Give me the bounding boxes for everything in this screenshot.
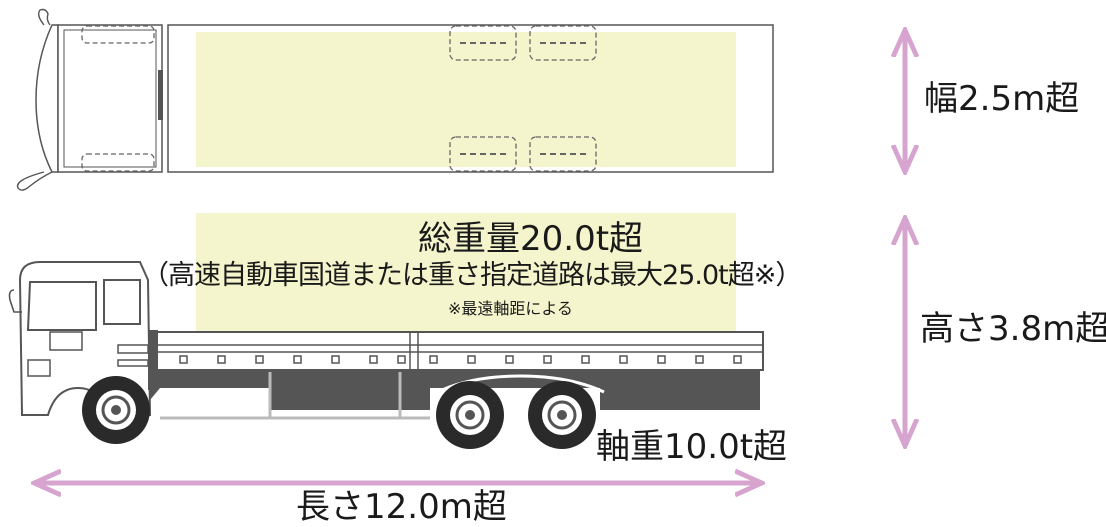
gross-weight-note: （高速自動車国道または重さ指定道路は最大25.0t超※）	[142, 260, 802, 291]
cargo-deck	[154, 331, 764, 371]
cab-top	[35, 24, 59, 173]
truck-top-view	[16, 8, 774, 191]
mirror-right	[16, 171, 53, 191]
wheel-front	[82, 376, 150, 444]
footnote: ※最遠軸距による	[448, 299, 573, 318]
axle-weight-label: 軸重10.0t超	[596, 427, 788, 467]
mirror-left	[37, 8, 51, 26]
gross-weight-label: 総重量20.0t超	[418, 219, 644, 259]
deck-hooks	[179, 355, 742, 364]
cargo-highlight-side	[196, 213, 736, 335]
wheel-rear-2	[528, 381, 596, 449]
truck-side-view	[8, 261, 764, 449]
cargo-highlight-top	[196, 32, 736, 167]
height-label: 高さ3.8m超	[920, 309, 1106, 349]
cab-roof	[57, 24, 163, 173]
length-label: 長さ12.0m超	[296, 487, 507, 527]
wheel-rear-1	[436, 381, 504, 449]
width-label: 幅2.5m超	[924, 79, 1080, 119]
